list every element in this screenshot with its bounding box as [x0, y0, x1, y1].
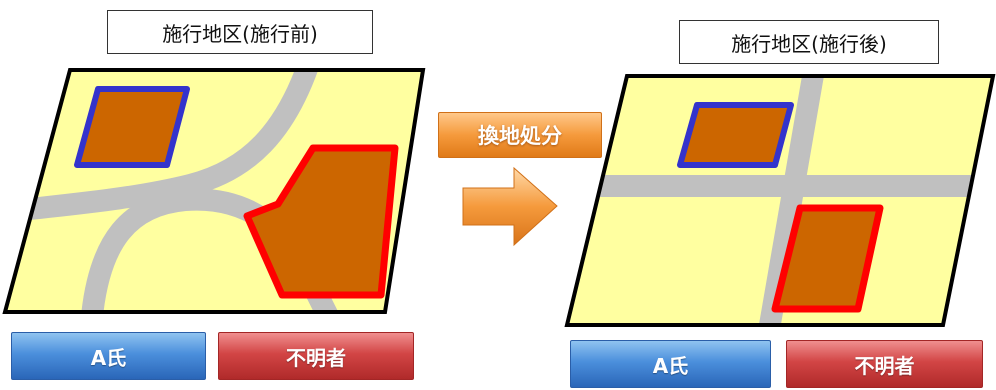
after-land: [567, 76, 993, 325]
after-title: 施行地区(施行後): [679, 20, 939, 64]
after-land-border: [564, 74, 996, 327]
after-map: [564, 74, 996, 327]
process-arrow-icon: [462, 166, 558, 247]
before-parcel-owner-unknown: [243, 144, 399, 299]
after-road-horizontal: [567, 175, 993, 197]
after-owner-unknown-label: 不明者: [786, 340, 983, 388]
after-parcel-owner-unknown: [771, 204, 884, 313]
before-map: [2, 68, 426, 314]
after-roads: [567, 76, 993, 325]
process-label: 換地処分: [438, 112, 602, 158]
before-land-border: [2, 68, 426, 314]
before-owner-a-label: A氏: [11, 332, 206, 380]
after-owner-a-label: A氏: [570, 340, 771, 388]
before-parcel-owner-a: [74, 86, 190, 168]
after-road-vertical: [758, 76, 825, 325]
after-parcel-owner-a: [677, 102, 794, 168]
before-owner-unknown-label: 不明者: [218, 332, 414, 380]
before-title: 施行地区(施行前): [107, 10, 373, 54]
before-road-curve-top: [5, 70, 319, 223]
